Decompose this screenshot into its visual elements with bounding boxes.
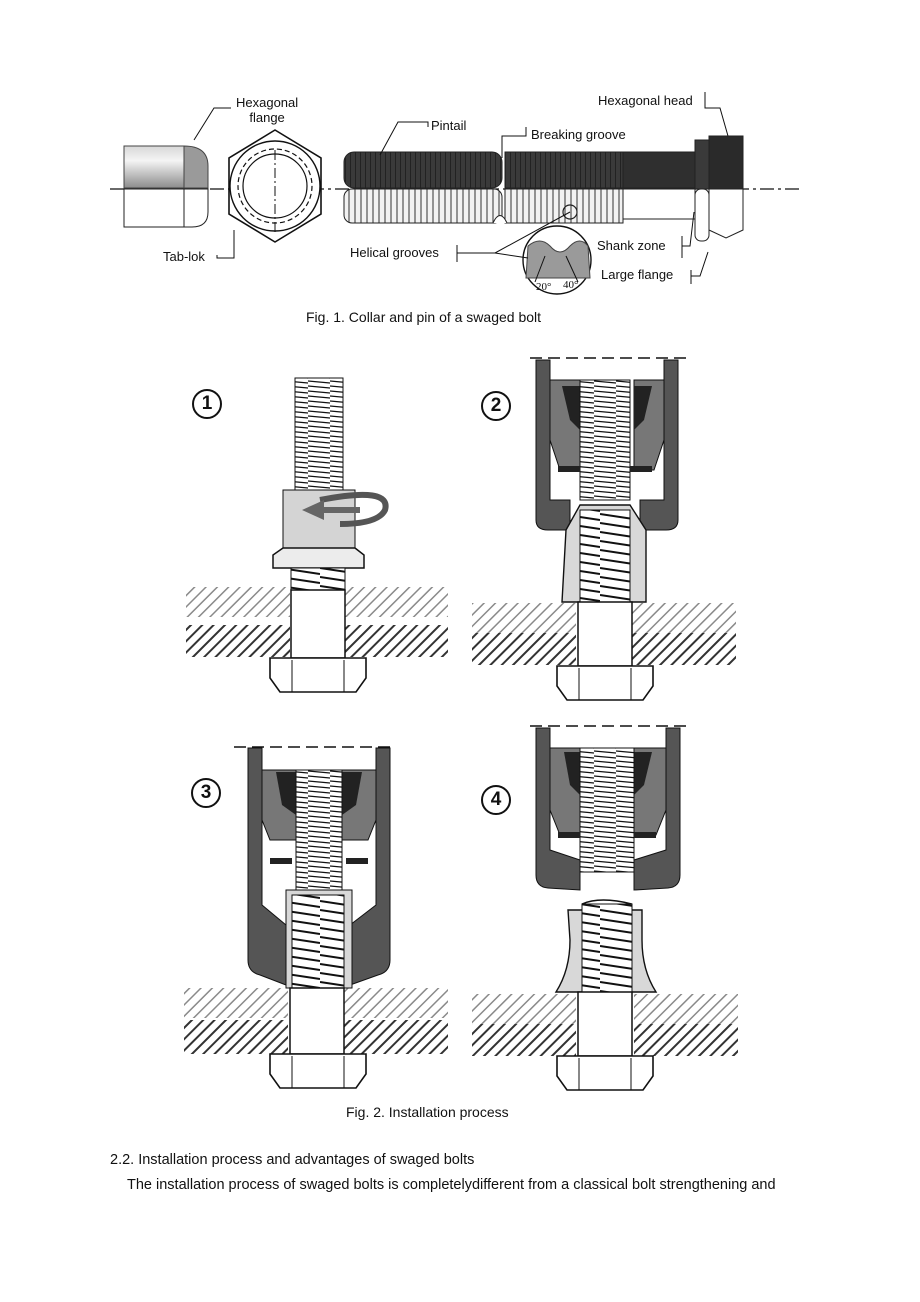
step-3-marker: 3 (191, 778, 221, 808)
figure-1-caption: Fig. 1. Collar and pin of a swaged bolt (306, 309, 542, 325)
step-1-marker: 1 (192, 389, 222, 419)
step-2-marker: 2 (481, 391, 511, 421)
step-4-marker: 4 (481, 785, 511, 815)
panel-4 (472, 725, 738, 1091)
label-hexagonal-flange: Hexagonal flange (236, 95, 298, 125)
leader-lines (193, 92, 729, 284)
pin (343, 135, 744, 242)
label-tab-lok: Tab-lok (163, 249, 205, 264)
section-paragraph: The installation process of swaged bolts… (127, 1177, 776, 1193)
panel-2 (472, 357, 736, 701)
label-pintail: Pintail (431, 118, 467, 133)
figure-2-caption: Fig. 2. Installation process (346, 1104, 509, 1120)
figure-1-drawing (110, 92, 800, 295)
section-heading: 2.2. Installation process and advantages… (110, 1152, 475, 1168)
label-large-flange: Large flange (601, 267, 674, 282)
figure-2-drawing (184, 357, 738, 1091)
collar-side-view (123, 145, 209, 228)
label-breaking-groove: Breaking groove (531, 127, 626, 142)
helical-groove-detail (522, 225, 592, 295)
panel-1 (186, 377, 448, 693)
label-angle-40: 40° (563, 279, 579, 291)
label-hexagonal-head: Hexagonal head (598, 93, 693, 108)
label-shank-zone: Shank zone (597, 238, 666, 253)
panel-3 (184, 746, 448, 1089)
label-hexagonal-flange-line2: flange (249, 110, 285, 125)
collar-end-view (228, 129, 322, 243)
label-hexagonal-flange-line1: Hexagonal (236, 95, 299, 110)
label-angle-20: 20° (536, 281, 552, 293)
label-helical-grooves: Helical grooves (350, 245, 439, 260)
